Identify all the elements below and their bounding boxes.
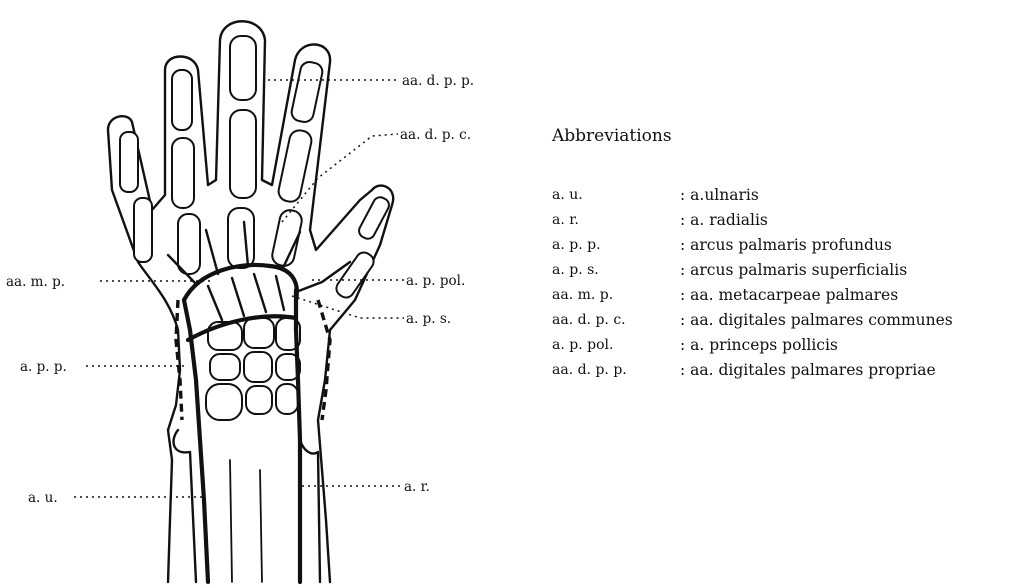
label-aa-m-p: aa. m. p. bbox=[6, 274, 65, 290]
bone-thumb-proximal bbox=[333, 249, 376, 300]
legend-row: a. u.: a.ulnaris bbox=[552, 182, 1022, 207]
ulna-bone bbox=[174, 430, 196, 582]
carpal-9 bbox=[276, 384, 298, 414]
bone-index-finger-middle bbox=[277, 128, 313, 203]
legend-abbreviation: aa. d. p. p. bbox=[552, 362, 680, 378]
legend-abbreviation: a. p. pol. bbox=[552, 337, 680, 353]
legend-description: : a.ulnaris bbox=[680, 186, 759, 204]
legend-description: : a. radialis bbox=[680, 211, 768, 229]
legend-description: : a. princeps pollicis bbox=[680, 336, 838, 354]
carpal-5 bbox=[244, 352, 272, 382]
label-a-p-s: a. p. s. bbox=[406, 311, 451, 327]
label-aa-d-p-c: aa. d. p. c. bbox=[400, 127, 471, 143]
legend-description: : aa. digitales palmares communes bbox=[680, 311, 953, 329]
hand-drawing: aa. d. p. p. aa. d. p. c. aa. m. p. a. p… bbox=[0, 0, 520, 585]
carpal-4 bbox=[210, 354, 240, 380]
label-a-p-pol: a. p. pol. bbox=[406, 273, 465, 289]
legend-description: : arcus palmaris superficialis bbox=[680, 261, 907, 279]
bone-ring-finger-distal bbox=[172, 70, 192, 130]
label-aa-d-p-p: aa. d. p. p. bbox=[402, 73, 474, 89]
phalanges-bones bbox=[120, 36, 391, 301]
legend-abbreviation: a. p. p. bbox=[552, 237, 680, 253]
carpal-bones bbox=[206, 318, 300, 420]
bone-middle-finger-middle bbox=[230, 110, 256, 198]
legend-abbreviation: a. r. bbox=[552, 212, 680, 228]
palmar-metacarpal-arteries bbox=[208, 274, 284, 320]
legend-row: a. p. p.: arcus palmaris profundus bbox=[552, 232, 1022, 257]
legend-description: : arcus palmaris profundus bbox=[680, 236, 892, 254]
bone-ring-finger-proximal bbox=[178, 214, 200, 274]
bone-little-finger-distal bbox=[120, 132, 138, 192]
label-a-r: a. r. bbox=[404, 479, 430, 495]
bone-middle-finger-proximal bbox=[228, 208, 254, 268]
hand-outline bbox=[108, 21, 393, 582]
label-a-p-p: a. p. p. bbox=[20, 359, 67, 375]
bone-index-finger-distal bbox=[290, 60, 324, 123]
legend-row: aa. d. p. c.: aa. digitales palmares com… bbox=[552, 307, 1022, 332]
legend-title: Abbreviations bbox=[552, 126, 1022, 146]
legend-abbreviation: a. p. s. bbox=[552, 262, 680, 278]
legend-row: aa. m. p.: aa. metacarpeae palmares bbox=[552, 282, 1022, 307]
legend-abbreviation: a. u. bbox=[552, 187, 680, 203]
hand-arteries-diagram: aa. d. p. p. aa. d. p. c. aa. m. p. a. p… bbox=[0, 0, 520, 585]
legend-row: a. p. pol.: a. princeps pollicis bbox=[552, 332, 1022, 357]
legend-row: aa. d. p. p.: aa. digitales palmares pro… bbox=[552, 357, 1022, 382]
bone-middle-finger-distal bbox=[230, 36, 256, 100]
carpal-7 bbox=[206, 384, 242, 420]
radius-bone bbox=[300, 440, 320, 582]
legend-row: a. p. s.: arcus palmaris superficialis bbox=[552, 257, 1022, 282]
bone-little-finger-proximal bbox=[134, 198, 152, 262]
forearm-line-inner-2 bbox=[260, 470, 262, 582]
legend-row: a. r.: a. radialis bbox=[552, 207, 1022, 232]
legend-abbreviation: aa. m. p. bbox=[552, 287, 680, 303]
forearm-line-inner bbox=[230, 460, 232, 582]
ulnar-artery bbox=[184, 300, 208, 582]
label-a-u: a. u. bbox=[28, 490, 58, 506]
legend-description: : aa. digitales palmares propriae bbox=[680, 361, 936, 379]
legend-abbreviation: aa. d. p. c. bbox=[552, 312, 680, 328]
carpal-2 bbox=[244, 318, 274, 348]
carpal-8 bbox=[246, 386, 272, 414]
legend-description: : aa. metacarpeae palmares bbox=[680, 286, 898, 304]
bone-thumb-distal bbox=[357, 195, 392, 241]
bone-ring-finger-middle bbox=[172, 138, 194, 208]
